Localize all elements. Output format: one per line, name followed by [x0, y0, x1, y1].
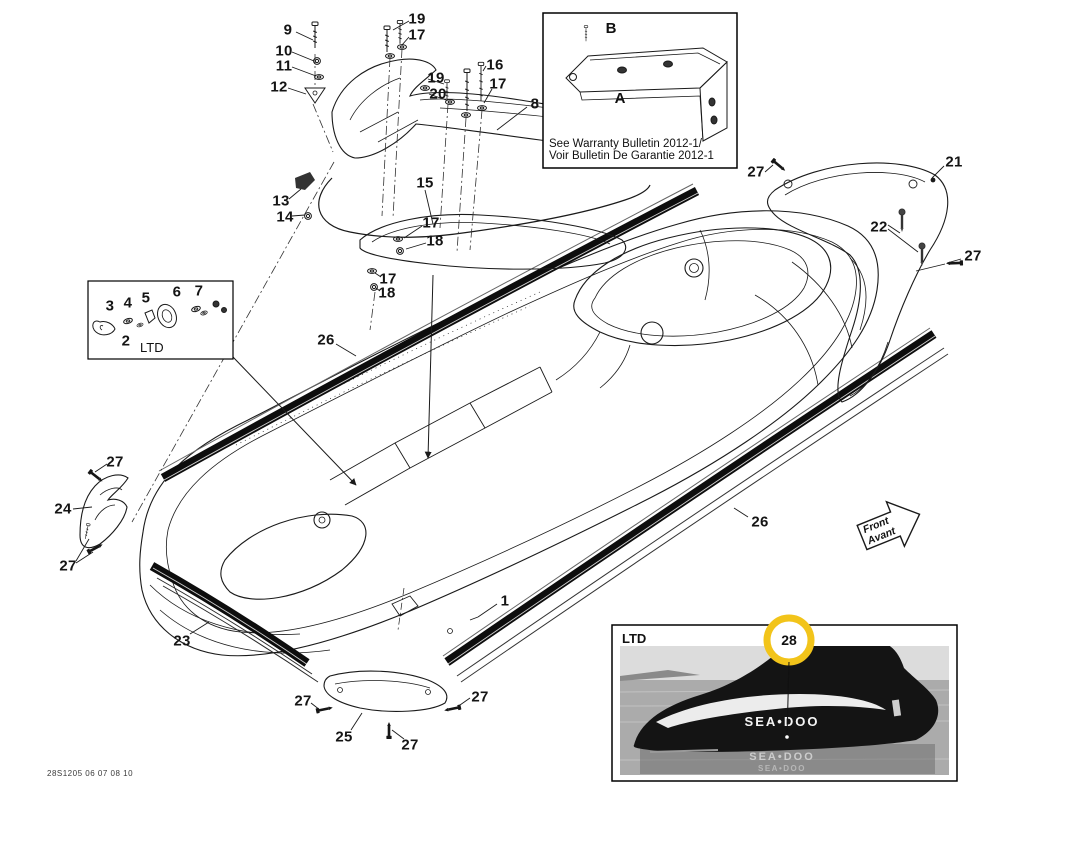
figure-code: 28S1205 06 07 08 10 [47, 769, 133, 778]
rubrail-strips [149, 183, 949, 683]
photo-reflection-text: SEA•DOO [749, 751, 815, 763]
photo-reflection-text2: SEA•DOO [758, 764, 806, 773]
warranty-callout-a: A [615, 90, 626, 107]
corner-pieces [79, 162, 949, 712]
ltd-parts-inset-box: LTD [87, 280, 234, 360]
fasteners [83, 19, 964, 739]
ltd-parts-box-label: LTD [140, 340, 164, 355]
photo-brand-text: SEA•DOO [745, 714, 820, 729]
warranty-callout-b: B [606, 20, 617, 37]
cover-photo-inset-box: SEA•DOO SEA•DOO SEA•DOO LTD 28 [611, 614, 958, 782]
warranty-inset-box: B A See Warranty Bulletin 2012-1/ Voir B… [542, 12, 738, 169]
front-direction-arrow: Front Avant [856, 500, 921, 551]
photo-callout-28: 28 [781, 632, 797, 648]
photo-inset-label: LTD [622, 631, 646, 646]
hull-deck-drawing [139, 210, 879, 657]
warranty-note-line1: See Warranty Bulletin 2012-1/ [549, 138, 703, 150]
cover-photo: SEA•DOO SEA•DOO SEA•DOO [620, 646, 949, 775]
warranty-note-line2: Voir Bulletin De Garantie 2012-1 [549, 150, 714, 162]
